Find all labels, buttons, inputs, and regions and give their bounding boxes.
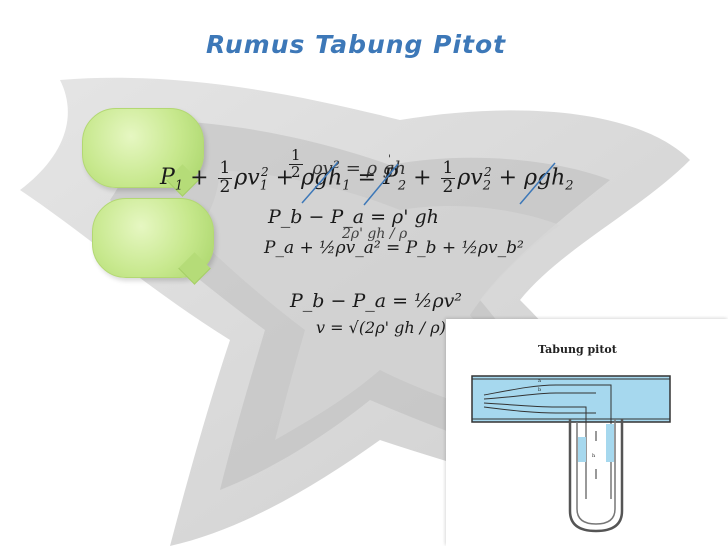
overlay-prime-mark: ' [388,154,391,165]
slide-title: Rumus Tabung Pitot [206,30,507,59]
u-tube-inner [576,419,616,525]
plus-sign: + [498,165,518,191]
term-rho-v1: ρv [234,165,260,191]
dynamic-pressure-equation: P_b − P_a = ½ρv² [290,290,462,312]
plus-sign: + [275,165,295,191]
overlay-fraction-2: 2ρ' gh / ρ [342,226,408,242]
figure-label-h: h [592,453,596,459]
u-tube-fluid-right [606,424,614,462]
term-p2: P2 [383,165,407,194]
flow-line [483,406,596,414]
strike-mark [363,163,399,206]
pipe-fluid [471,375,671,423]
term-rho-v2: ρv [457,165,483,191]
pitot-tube-diagram: a b h [471,375,671,533]
pressure-difference-equation: P_b − P_a = ρ' gh [268,206,439,228]
strike-mark [519,162,556,205]
speech-bubble-top [82,108,204,197]
term-rho-g-h1: ρgh [301,165,343,191]
figure-caption: Tabung pitot [538,343,617,356]
equals-sign: = [357,165,376,191]
figure-label-b: b [538,387,541,393]
plus-sign: + [190,165,209,191]
u-tube-fluid-left [578,437,586,462]
pitot-tube-figure: a b h [446,319,728,546]
u-tube-outer [568,419,624,533]
flow-line [483,392,596,400]
flow-line [483,384,612,499]
velocity-equation: v = √(2ρ' gh / ρ) [316,318,446,337]
strike-mark [301,161,339,204]
bernoulli-ab-equation: P_a + ½ρv_a² = P_b + ½ρv_b² [264,238,524,258]
figure-label-a: a [538,378,541,384]
speech-bubble-bottom [92,198,214,285]
term-p1: P1 [160,165,184,194]
flow-line [483,402,587,499]
plus-sign: + [413,165,432,191]
term-rho-g-h2: ρgh [524,165,566,191]
overlay-equation-1: ρv² = ρ gh [312,158,406,179]
